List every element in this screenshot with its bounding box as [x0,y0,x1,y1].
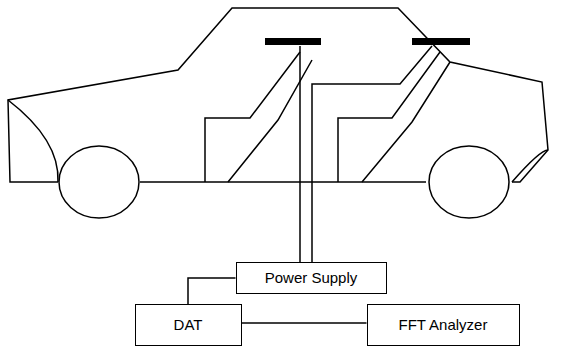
device-box: DAT [135,304,242,346]
front-seat [205,52,312,182]
device-label: Power Supply [265,270,358,287]
headrest-shaker [412,38,470,45]
seat-wire [299,46,301,262]
front-wheel [59,146,139,218]
car-body-rear [512,150,548,182]
signal-cable [242,322,367,324]
device-box: FFT Analyzer [367,304,520,346]
device-box: Power Supply [236,262,387,294]
car-body [8,8,548,182]
rear-wheel [429,146,509,218]
headrest-shaker [265,38,321,45]
car-body-front [8,100,58,182]
seat-wire [312,46,432,262]
rear-seat [338,52,450,182]
device-label: DAT [174,317,203,334]
device-label: FFT Analyzer [399,317,488,334]
signal-cable [188,278,236,304]
